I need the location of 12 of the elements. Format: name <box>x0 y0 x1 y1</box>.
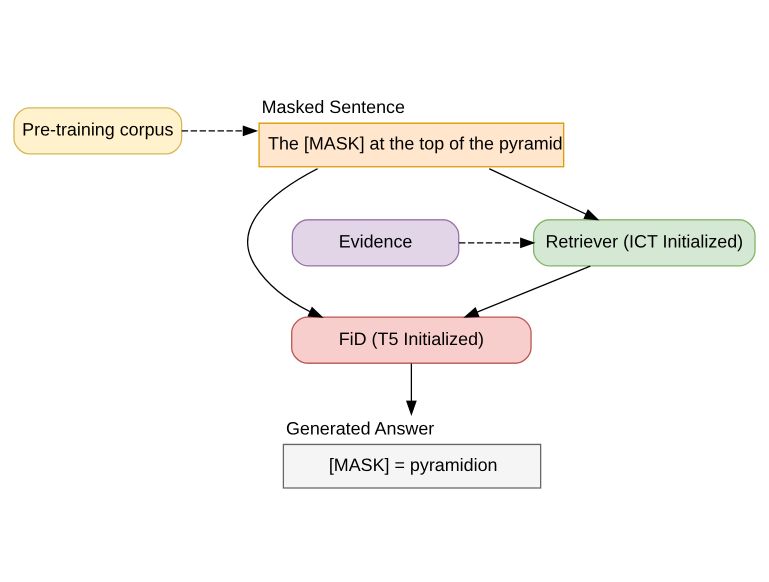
arrow <box>182 125 258 136</box>
arrow <box>247 168 324 318</box>
node-box: Evidence <box>292 218 460 266</box>
node-label: Masked Sentence <box>262 96 405 117</box>
arrow <box>489 168 600 220</box>
arrow <box>459 236 536 248</box>
node-label: Generated Answer <box>286 418 434 438</box>
node-box: Retriever (ICT Initialized) <box>532 218 756 266</box>
node-box: Pre-training corpus <box>13 106 182 154</box>
arrow <box>406 363 417 416</box>
arrow <box>463 265 591 318</box>
node-box: FiD (T5 Initialized) <box>291 316 532 364</box>
